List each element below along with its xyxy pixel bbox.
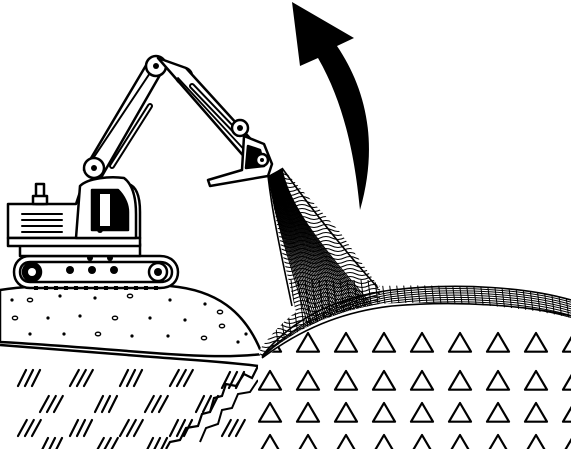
soil-dot — [148, 316, 151, 319]
soil-dot — [62, 332, 65, 335]
soil-pebble — [27, 298, 32, 302]
track-tooth — [44, 286, 48, 290]
soil-pebble — [217, 310, 222, 314]
track-tooth — [64, 286, 68, 290]
soil-dot — [130, 334, 133, 337]
curved-arrow — [292, 2, 369, 210]
track-tooth — [114, 286, 118, 290]
track-tooth — [144, 286, 148, 290]
track-tooth — [104, 286, 108, 290]
soil-dot — [203, 302, 206, 305]
track-tooth — [154, 286, 158, 290]
soil-dot — [28, 332, 31, 335]
excavator-tracks — [14, 255, 178, 290]
track-tooth — [34, 286, 38, 290]
track-tooth — [134, 286, 138, 290]
soil-dot — [46, 316, 49, 319]
excavator — [8, 56, 272, 290]
track-tooth — [94, 286, 98, 290]
soil-pebble — [12, 316, 17, 320]
soil-pebble — [201, 336, 206, 340]
track-tooth — [54, 286, 58, 290]
soil-dot — [183, 318, 186, 321]
soil-dot — [166, 334, 169, 337]
track-tooth — [74, 286, 78, 290]
soil-dot — [78, 314, 81, 317]
soil-pebble — [112, 316, 117, 320]
track-tooth — [124, 286, 128, 290]
soil-dot — [58, 294, 61, 297]
soil-pebble — [95, 332, 100, 336]
soil-mound — [0, 284, 262, 356]
soil-dot — [244, 332, 247, 335]
soil-pebble — [219, 324, 224, 328]
track-tooth — [84, 286, 88, 290]
soil-dot — [93, 296, 96, 299]
soil-dot — [10, 298, 13, 301]
soil-dot — [236, 340, 239, 343]
soil-pebble — [127, 294, 132, 298]
soil-dot — [168, 298, 171, 301]
